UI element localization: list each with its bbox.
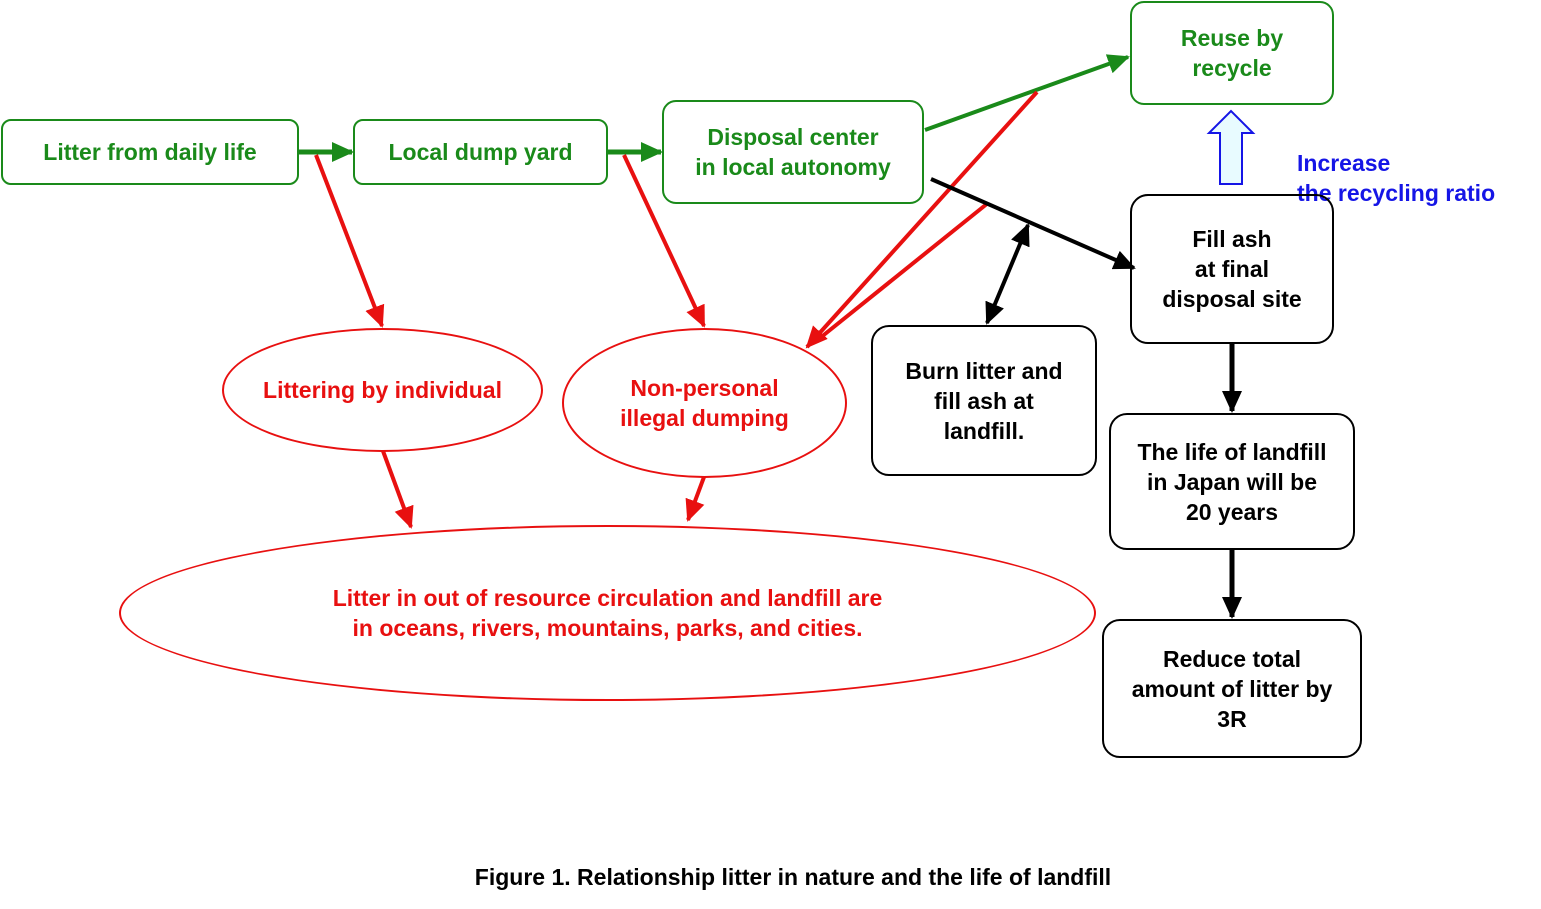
node-litter-out: Litter in out of resource circulation an… bbox=[119, 525, 1096, 701]
arrow-litter-to-individual bbox=[314, 154, 385, 328]
node-life-landfill-label: The life of landfill in Japan will be 20… bbox=[1137, 438, 1327, 525]
node-fill-ash-final-label: Fill ash at final disposal site bbox=[1162, 226, 1302, 312]
node-reduce-label: Reduce total amount of litter by 3R bbox=[1131, 645, 1333, 732]
arrow-individual-to-out bbox=[381, 450, 414, 529]
node-local-dump: Local dump yard bbox=[353, 119, 608, 185]
node-burn-litter-label: Burn litter and fill ash at landfill. bbox=[905, 357, 1063, 444]
node-fill-ash-final: Fill ash at final disposal site bbox=[1130, 194, 1334, 344]
increase-recycling-label: Increase the recycling ratio bbox=[1297, 150, 1496, 206]
node-litter-out-label: Litter in out of resource circulation an… bbox=[332, 585, 883, 641]
figure-caption: Figure 1. Relationship litter in nature … bbox=[474, 864, 1112, 890]
node-litter-daily-label: Litter from daily life bbox=[43, 139, 257, 165]
arrow-nonpersonal-to-out bbox=[685, 476, 706, 522]
arrow-disposal-to-fill bbox=[930, 177, 1136, 270]
node-reduce: Reduce total amount of litter by 3R bbox=[1102, 619, 1362, 758]
arrow-burn-fill-bidirectional bbox=[985, 223, 1030, 325]
node-non-personal-label: Non-personal illegal dumping bbox=[620, 375, 789, 431]
node-littering-individual-label: Littering by individual bbox=[263, 377, 502, 403]
node-non-personal: Non-personal illegal dumping bbox=[562, 328, 847, 478]
arrow-dump-to-nonpersonal bbox=[622, 154, 706, 328]
node-burn-litter: Burn litter and fill ash at landfill. bbox=[871, 325, 1097, 476]
node-local-dump-label: Local dump yard bbox=[388, 139, 573, 165]
line-fill-to-nonpersonal bbox=[818, 201, 990, 340]
node-disposal-center-label: Disposal center in local autonomy bbox=[695, 124, 891, 180]
arrow-recycle-to-nonpersonal bbox=[805, 90, 1039, 349]
increase-up-arrow bbox=[1206, 109, 1256, 185]
node-disposal-center: Disposal center in local autonomy bbox=[662, 100, 924, 204]
node-life-landfill: The life of landfill in Japan will be 20… bbox=[1109, 413, 1355, 550]
node-littering-individual: Littering by individual bbox=[222, 328, 543, 452]
node-reuse: Reuse by recycle bbox=[1130, 1, 1334, 105]
node-litter-daily: Litter from daily life bbox=[1, 119, 299, 185]
increase-recycling-note: Increase the recycling ratio bbox=[1297, 118, 1495, 208]
node-reuse-label: Reuse by recycle bbox=[1180, 25, 1284, 81]
arrow-disposal-to-reuse bbox=[924, 54, 1130, 132]
